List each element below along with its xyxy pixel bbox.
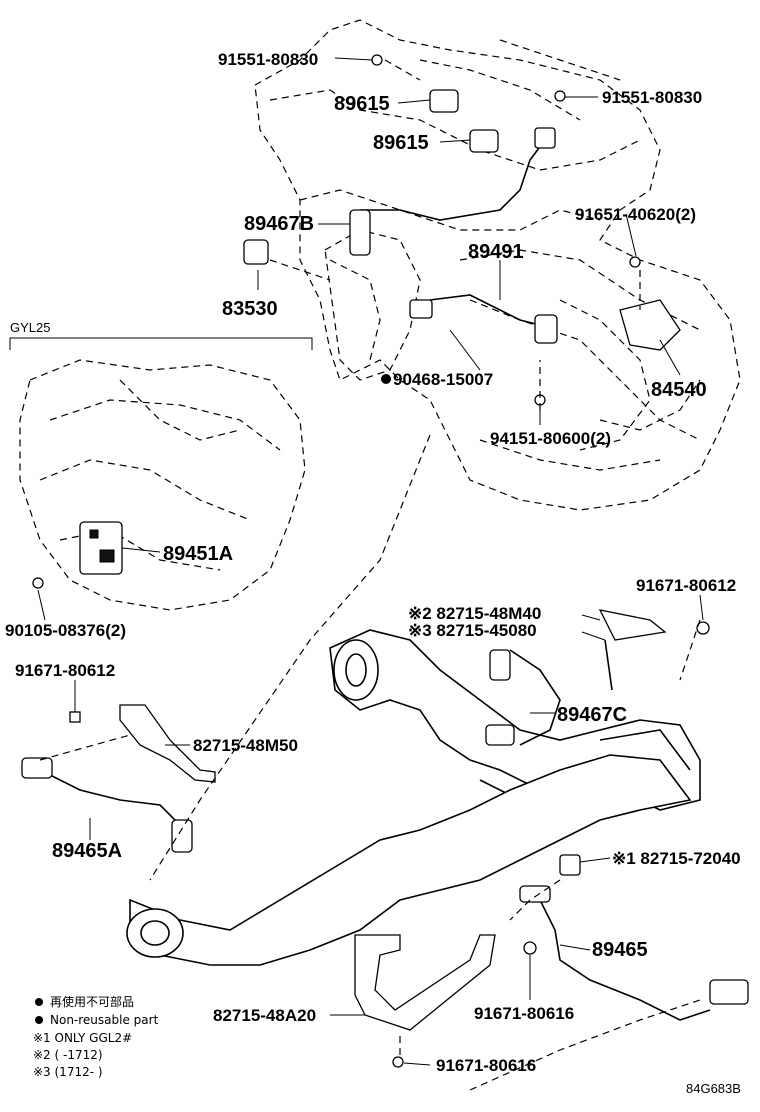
leader-lines <box>37 57 704 1066</box>
group-label: GYL25 <box>10 320 50 335</box>
callout-89465a: 89465A <box>52 840 122 862</box>
legend-bullet-icon <box>35 1016 43 1024</box>
callout-89615-a: 89615 <box>334 93 390 115</box>
callout-82715-48m50: 82715-48M50 <box>193 736 298 755</box>
callout-91551-80830-a: 91551-80830 <box>218 50 318 69</box>
callout-89465: 89465 <box>592 939 648 961</box>
callout-91671-80612-a: 91671-80612 <box>636 576 736 595</box>
legend-line-1: 再使用不可部品 <box>50 994 134 1009</box>
switch-84540-shape <box>619 299 681 351</box>
connection-lines <box>39 59 701 1091</box>
bolt-icon <box>32 577 44 589</box>
callout-91651-40620: 91651-40620(2) <box>575 205 696 224</box>
callout-89467c: 89467C <box>557 704 627 726</box>
reference-code: 84G683B <box>686 1081 741 1096</box>
legend-line-4: ※2 ( -1712) <box>33 1048 103 1062</box>
non-reusable-marker-icon <box>381 374 391 384</box>
exhaust-pipe-drawing <box>126 754 692 966</box>
callout-89467b: 89467B <box>244 213 314 235</box>
callout-91551-80830-b: 91551-80830 <box>602 88 702 107</box>
legend-line-3: ※1 ONLY GGL2# <box>33 1031 132 1045</box>
oxygen-sensor-89467b <box>349 127 556 256</box>
legend-line-2: Non-reusable part <box>50 1013 159 1027</box>
sensor-89491 <box>409 294 558 344</box>
callout-82715-48m40: ※2 82715-48M40 <box>408 604 541 623</box>
sensor-89451a-shape <box>79 521 123 575</box>
sensors-89615 <box>243 54 681 406</box>
callout-89451a: 89451A <box>163 543 233 565</box>
callout-82715-48a20: 82715-48A20 <box>213 1006 316 1025</box>
gyl25-transaxle-drawing: GYL25 <box>9 320 313 611</box>
legend: 再使用不可部品 Non-reusable part ※1 ONLY GGL2# … <box>33 994 159 1079</box>
legend-bullet-icon <box>35 998 43 1006</box>
callout-91671-80612-b: 91671-80612 <box>15 661 115 680</box>
callout-94151-80600: 94151-80600(2) <box>490 429 611 448</box>
callout-90105-08376: 90105-08376(2) <box>5 621 126 640</box>
oxygen-sensor-89467c <box>485 609 710 746</box>
oxygen-sensor-89465 <box>519 854 749 1021</box>
callout-83530: 83530 <box>222 298 278 320</box>
callout-91671-80616-a: 91671-80616 <box>474 1004 574 1023</box>
callout-89615-b: 89615 <box>373 132 429 154</box>
callout-82715-72040: ※1 82715-72040 <box>612 849 741 868</box>
callout-89491: 89491 <box>468 241 524 263</box>
legend-line-5: ※3 (1712- ) <box>33 1065 103 1079</box>
callout-84540: 84540 <box>651 379 707 401</box>
bracket-82715-48a20-drawing <box>354 934 496 1068</box>
sensor-83530-shape <box>243 239 269 265</box>
callout-labels: 91551-80830 89615 91551-80830 89615 8946… <box>5 50 741 1075</box>
callout-90468-15007: 90468-15007 <box>393 370 493 389</box>
engine-assembly-drawing <box>254 19 741 511</box>
callout-91671-80616-b: 91671-80616 <box>436 1056 536 1075</box>
callout-82715-45080: ※3 82715-45080 <box>408 621 537 640</box>
oxygen-sensor-89465a <box>21 704 216 853</box>
